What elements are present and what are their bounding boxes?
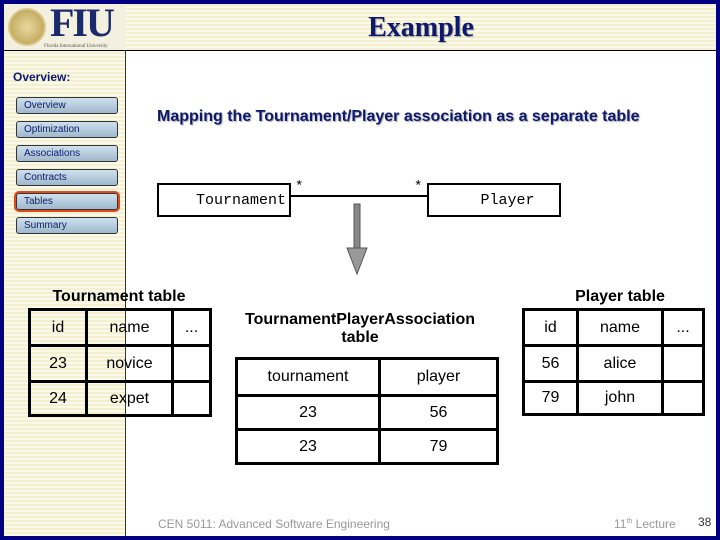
header-cell: id xyxy=(522,308,579,347)
slide-subtitle: Mapping the Tournament/Player associatio… xyxy=(157,108,640,125)
tournament-table-caption: Tournament table xyxy=(52,288,186,305)
cell: 79 xyxy=(378,428,499,465)
cell: 56 xyxy=(378,394,499,431)
left-multiplicity: * xyxy=(295,179,304,195)
sidebar-item-associations[interactable]: Associations xyxy=(16,145,118,162)
header-cell: name xyxy=(85,308,174,347)
cell: 23 xyxy=(235,428,381,465)
association-line xyxy=(291,195,427,197)
header-cell: id xyxy=(28,308,88,347)
header-cell: player xyxy=(378,357,499,397)
cell xyxy=(661,344,705,383)
header-cell: tournament xyxy=(235,357,381,397)
header-cell: ... xyxy=(661,308,705,347)
lecture-number: 11 xyxy=(614,517,627,531)
cell: alice xyxy=(576,344,664,383)
cell: 24 xyxy=(28,380,88,417)
cell: john xyxy=(576,380,664,416)
cell xyxy=(171,380,212,417)
cell: 79 xyxy=(522,380,579,416)
header-cell: name xyxy=(576,308,664,347)
player-table-caption: Player table xyxy=(575,288,665,305)
caption-line: TournamentPlayerAssociation xyxy=(245,311,475,328)
footer-lecture: 11th Lecture xyxy=(614,517,676,531)
fiu-logo: FIU Florida International University xyxy=(4,4,126,51)
sidebar-item-contracts[interactable]: Contracts xyxy=(16,169,118,186)
university-seal-icon xyxy=(8,8,46,46)
cell: 23 xyxy=(28,344,88,383)
sidebar-item-summary[interactable]: Summary xyxy=(16,217,118,234)
uml-class-player: Player xyxy=(427,183,561,217)
sidebar: FIU Florida International University Ove… xyxy=(4,4,126,536)
lecture-suffix: th xyxy=(626,518,633,525)
cell xyxy=(171,344,212,383)
footer-course: CEN 5011: Advanced Software Engineering xyxy=(158,517,390,531)
cell: 56 xyxy=(522,344,579,383)
cell: novice xyxy=(85,344,174,383)
caption-line: table xyxy=(341,329,379,346)
header: Example xyxy=(126,4,716,51)
cell xyxy=(661,380,705,416)
sidebar-item-tables[interactable]: Tables xyxy=(16,193,118,210)
lecture-word: Lecture xyxy=(632,517,676,531)
header-cell: ... xyxy=(171,308,212,347)
uml-class-tournament: Tournament xyxy=(157,183,291,217)
cell: expet xyxy=(85,380,174,417)
slide-title: Example xyxy=(368,12,474,43)
down-arrow-icon xyxy=(346,203,368,276)
logo-subtext: Florida International University xyxy=(44,44,108,49)
right-multiplicity: * xyxy=(414,179,423,195)
page-number: 38 xyxy=(698,515,712,529)
sidebar-item-optimization[interactable]: Optimization xyxy=(16,121,118,138)
sidebar-heading: Overview: xyxy=(13,70,71,84)
cell: 23 xyxy=(235,394,381,431)
sidebar-item-overview[interactable]: Overview xyxy=(16,97,118,114)
logo-text: FIU xyxy=(50,4,115,45)
